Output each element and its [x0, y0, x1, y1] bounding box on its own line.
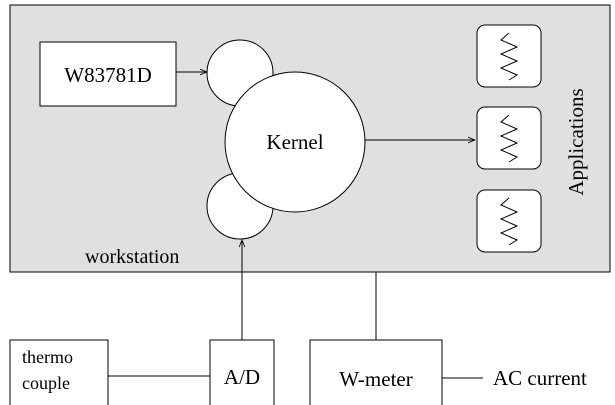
- application-box-1: [476, 24, 542, 88]
- ad-converter-label: A/D: [224, 365, 260, 389]
- workstation-label: workstation: [85, 246, 179, 268]
- wave-glyph-icon: [499, 114, 519, 163]
- sensor-chip-box: [39, 41, 177, 107]
- wattmeter-box: [309, 339, 443, 405]
- application-box-2: [476, 106, 542, 170]
- ac-current-label: AC current: [493, 366, 587, 390]
- wave-glyph-icon: [499, 32, 519, 81]
- applications-label: Applications: [564, 88, 588, 195]
- thermocouple-box: [9, 339, 109, 405]
- wave-glyph-icon: [499, 197, 519, 246]
- ad-converter-box: [209, 339, 275, 405]
- kernel-circle: [224, 71, 366, 213]
- wattmeter-label: W-meter: [339, 367, 412, 391]
- application-box-3: [476, 189, 542, 253]
- thermocouple-label-line1: thermo: [22, 347, 73, 367]
- sensor-chip-label: W83781D: [64, 63, 152, 87]
- thermocouple-label-line2: couple: [22, 373, 70, 393]
- kernel-label: Kernel: [266, 130, 323, 154]
